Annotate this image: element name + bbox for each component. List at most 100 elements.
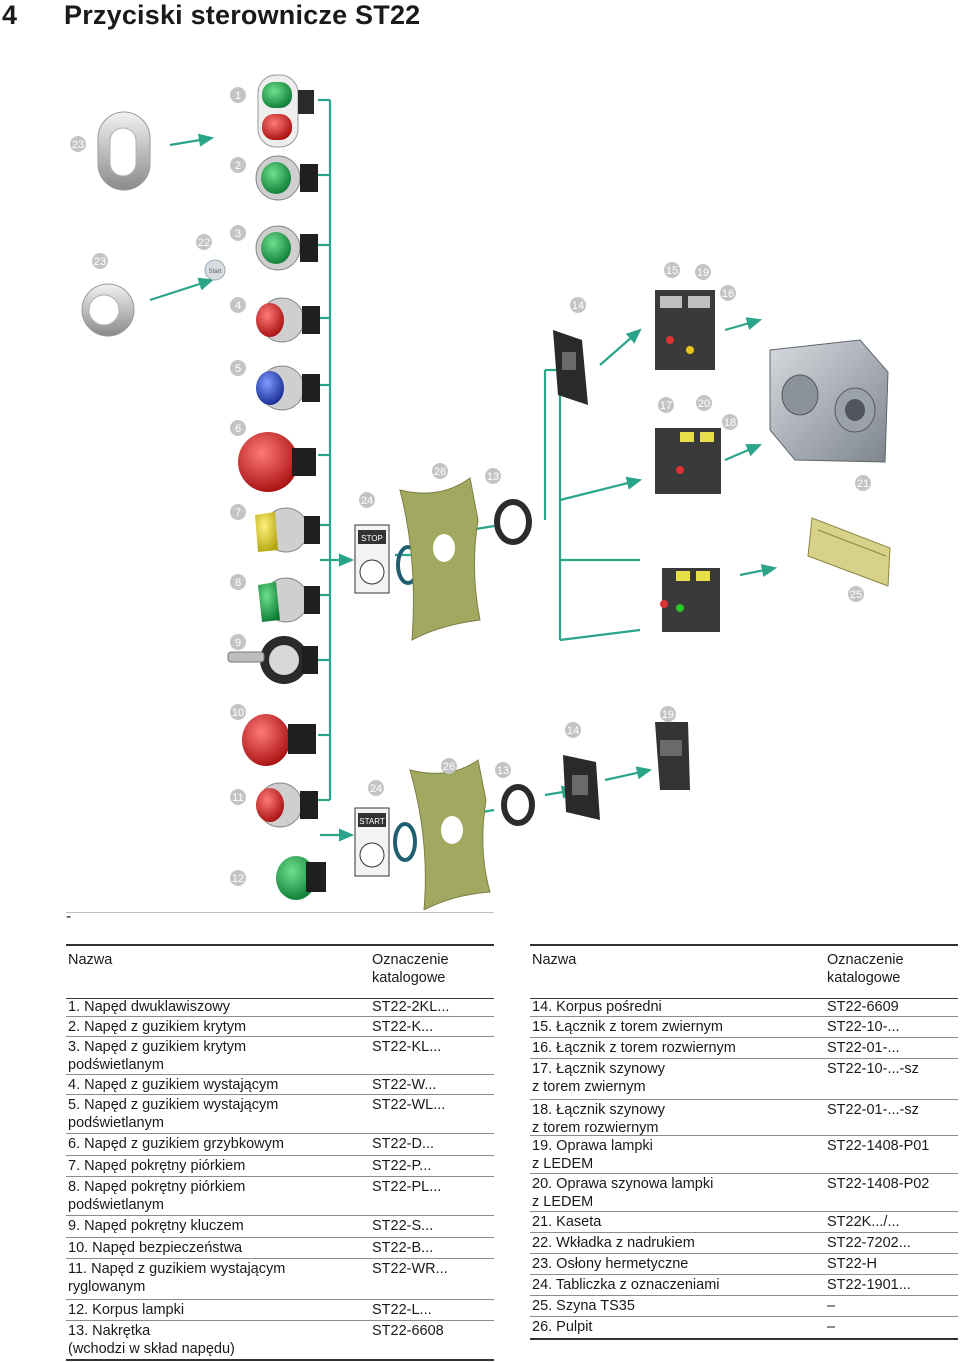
callout-20: 20 xyxy=(696,395,712,411)
callout-24b: 24 xyxy=(368,780,384,796)
svg-text:26: 26 xyxy=(434,466,446,478)
svg-text:24: 24 xyxy=(361,495,373,507)
table-header: Nazwa Oznaczenie katalogowe xyxy=(530,944,958,999)
svg-text:19: 19 xyxy=(662,709,674,721)
table-row: 26. Pulpit– xyxy=(530,1317,958,1340)
section-title: Przyciski sterownicze ST22 xyxy=(64,0,421,30)
callout-26b: 26 xyxy=(441,758,457,774)
callout-5: 5 xyxy=(230,360,246,376)
svg-text:18: 18 xyxy=(724,417,736,429)
table-row: 11. Napęd z guzikiem wystającym ryglowan… xyxy=(66,1259,494,1300)
svg-text:17: 17 xyxy=(660,400,672,412)
callout-26a: 26 xyxy=(432,463,448,479)
svg-text:6: 6 xyxy=(235,423,241,435)
col-code-header: Oznaczenie katalogowe xyxy=(827,952,904,986)
actuator-10-emergency xyxy=(242,714,316,766)
actuator-2-flush xyxy=(255,155,318,201)
actuator-3-flush-illuminated xyxy=(255,225,318,271)
svg-text:12: 12 xyxy=(232,873,244,885)
lamp-body-12 xyxy=(276,856,326,900)
col-name-header: Nazwa xyxy=(68,952,113,968)
callout-13a: 13 xyxy=(485,468,501,484)
svg-text:2: 2 xyxy=(235,160,241,172)
actuator-11-latched xyxy=(256,782,318,828)
svg-text:23: 23 xyxy=(72,139,84,151)
svg-text:11: 11 xyxy=(232,792,243,804)
nut-bottom xyxy=(501,784,535,826)
svg-text:25: 25 xyxy=(850,589,862,601)
svg-text:23: 23 xyxy=(94,256,106,268)
table-row: 5. Napęd z guzikiem wystającym podświetl… xyxy=(66,1095,494,1134)
panel-plate-top xyxy=(399,477,481,641)
separator-line xyxy=(66,912,494,913)
callouts: 1 2 3 4 5 6 7 8 9 10 11 12 13 13 14 14 1… xyxy=(70,87,871,886)
table-row: 25. Szyna TS35– xyxy=(530,1296,958,1317)
svg-text:22: 22 xyxy=(198,237,210,249)
col-name-header: Nazwa xyxy=(532,952,577,968)
callout-7: 7 xyxy=(230,504,246,520)
callout-14b: 14 xyxy=(565,722,581,738)
legend-plate-top: STOP xyxy=(354,524,390,594)
svg-text:5: 5 xyxy=(235,363,241,375)
contact-block-rail xyxy=(660,568,720,632)
callout-2: 2 xyxy=(230,157,246,173)
callout-19a: 19 xyxy=(695,264,711,280)
actuator-8-selector-lever-illuminated xyxy=(258,577,320,623)
svg-text:START: START xyxy=(359,817,385,826)
callout-11: 11 xyxy=(230,789,246,805)
din-rail xyxy=(807,517,891,587)
svg-text:9: 9 xyxy=(235,637,241,649)
actuator-1-twin xyxy=(257,74,314,148)
table-row: 13. Nakrętka (wchodzi w skład napędu)ST2… xyxy=(66,1321,494,1361)
callout-8: 8 xyxy=(230,574,246,590)
callout-14a: 14 xyxy=(570,297,586,313)
callout-22: 22 xyxy=(196,234,212,250)
callout-21: 21 xyxy=(855,475,871,491)
lamp-holder-19 xyxy=(655,722,690,790)
svg-text:Start: Start xyxy=(209,269,222,275)
callout-15: 15 xyxy=(664,262,680,278)
callout-24a: 24 xyxy=(359,492,375,508)
seal-ring-bottom xyxy=(393,822,417,862)
page-title: 4 Przyciski sterownicze ST22 xyxy=(0,0,420,31)
callout-19b: 19 xyxy=(660,706,676,722)
svg-text:20: 20 xyxy=(698,398,710,410)
svg-text:4: 4 xyxy=(235,300,241,312)
section-number: 4 xyxy=(2,0,18,30)
svg-text:26: 26 xyxy=(443,761,455,773)
callout-9: 9 xyxy=(230,634,246,650)
callout-23b: 23 xyxy=(92,253,108,269)
hermetic-cover-round xyxy=(81,283,135,337)
actuator-7-selector-lever xyxy=(255,507,320,553)
table-row: 3. Napęd z guzikiem krytym podświetlanym… xyxy=(66,1037,494,1075)
separator-dash: - xyxy=(66,908,72,925)
callout-17: 17 xyxy=(658,397,674,413)
callout-1: 1 xyxy=(230,87,246,103)
connection-lines xyxy=(149,98,778,842)
panel-plate-bottom xyxy=(409,759,491,910)
svg-text:13: 13 xyxy=(487,471,499,483)
intermediate-body-top xyxy=(553,330,588,405)
actuator-column xyxy=(227,74,326,900)
actuator-5-extended-illuminated xyxy=(256,365,320,411)
callout-18: 18 xyxy=(722,414,738,430)
callout-25: 25 xyxy=(848,586,864,602)
callout-6: 6 xyxy=(230,420,246,436)
hermetic-cover-oval xyxy=(97,111,151,191)
callout-23a: 23 xyxy=(70,136,86,152)
enclosure xyxy=(769,339,889,463)
contact-block-15-16 xyxy=(655,290,715,370)
svg-text:19: 19 xyxy=(697,267,709,279)
